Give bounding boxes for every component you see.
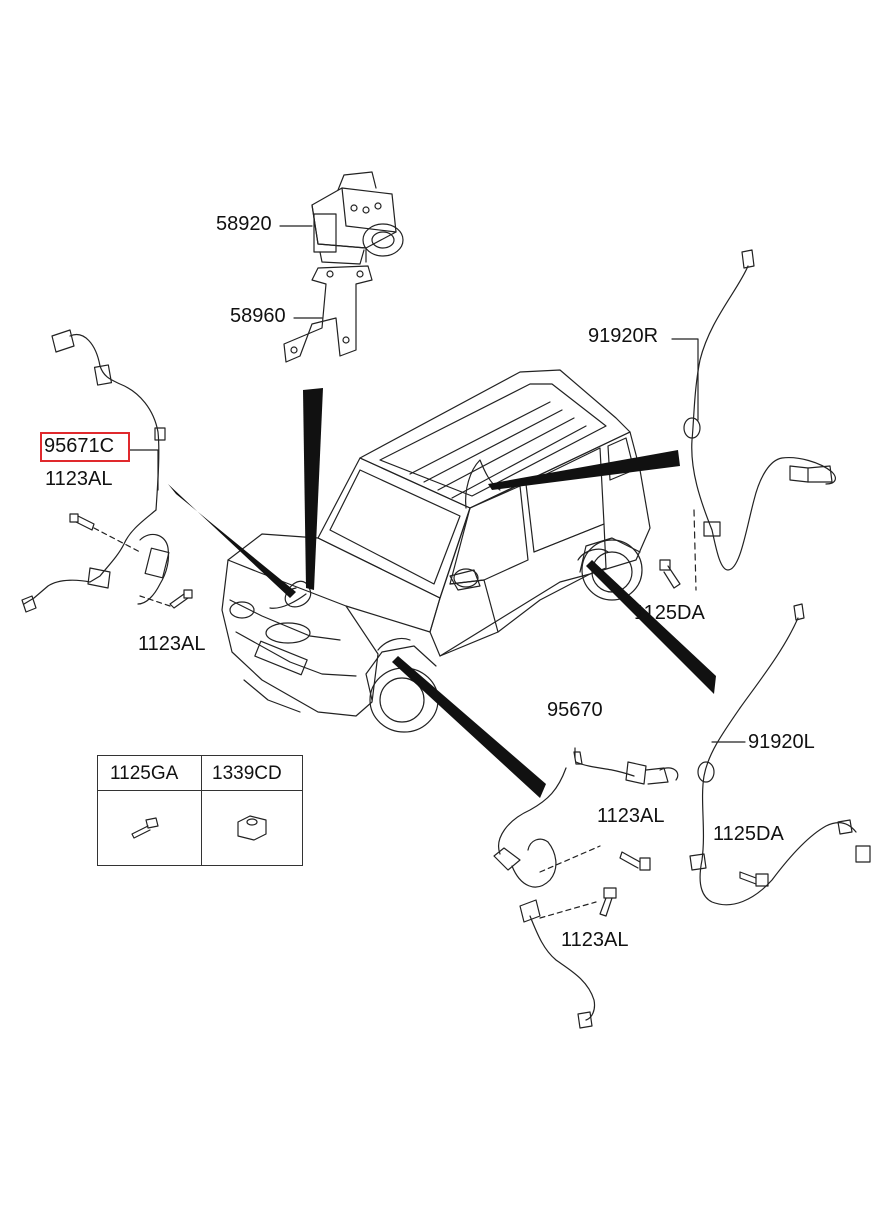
label-1123al-upper-left[interactable]: 1123AL [45,468,113,490]
bolt-1125da-rear-right[interactable] [659,559,681,589]
callout-pointers [168,388,716,798]
label-1123al-lower-left[interactable]: 1123AL [138,633,206,655]
label-91920r[interactable]: 91920R [588,325,659,347]
abs-module[interactable] [311,171,404,265]
bolt-1123al-right-upper[interactable] [619,851,651,871]
abs-bracket[interactable] [283,265,373,363]
bolt-1123al-upper-left[interactable] [69,513,95,531]
table-header-1339cd[interactable]: 1339CD [212,763,282,784]
rear-left-brake-sensor-cable[interactable] [689,603,871,906]
label-1123al-right-lower[interactable]: 1123AL [561,929,629,951]
label-91920l[interactable]: 91920L [748,731,815,753]
nut-icon [237,815,267,841]
front-left-wheel-speed-sensor[interactable] [21,329,170,613]
bolt-icon [131,817,159,839]
hardware-legend-table: 1125GA 1339CD [97,755,303,866]
label-1125da-rear-left[interactable]: 1125DA [713,823,784,845]
vehicle-wiring [269,459,609,651]
label-95671c[interactable]: 95671C [44,435,115,457]
table-header-row [98,756,302,791]
highlight-box [40,432,130,462]
bolt-1123al-lower-left[interactable] [169,589,193,609]
label-1123al-right-upper[interactable]: 1123AL [597,805,665,827]
label-58960[interactable]: 58960 [230,305,286,327]
label-1125da-rear-right[interactable]: 1125DA [634,602,705,624]
vehicle-body [221,369,651,733]
table-header-1125ga[interactable]: 1125GA [110,763,179,784]
rear-right-brake-sensor-cable[interactable] [683,249,836,571]
label-58920[interactable]: 58920 [216,213,272,235]
front-right-wheel-speed-sensor[interactable] [493,751,679,1029]
label-95670[interactable]: 95670 [547,699,603,721]
bolt-1123al-right-lower[interactable] [599,887,617,917]
bolt-1125da-rear-left[interactable] [739,871,769,887]
